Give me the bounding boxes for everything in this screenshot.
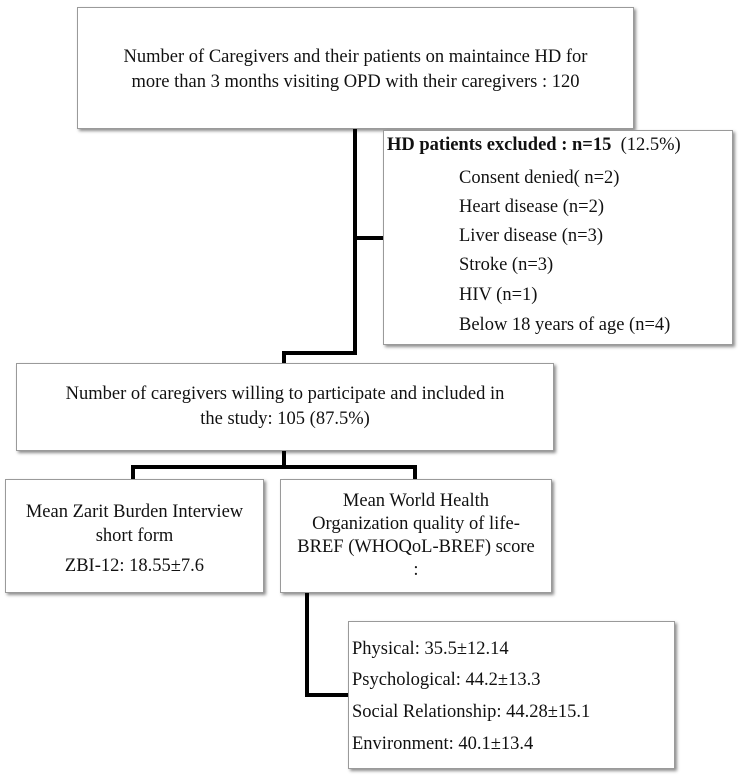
whoqol-line-4: :: [413, 560, 419, 580]
connector-split-right: [413, 465, 417, 480]
score-physical: Physical: 35.5±12.14: [352, 639, 509, 659]
score-social: Social Relationship: 44.28±15.1: [352, 702, 591, 722]
exclusion-box: HD patients excluded : n=15 (12.5%) Cons…: [383, 130, 733, 345]
whoqol-box: Mean World Health Organization quality o…: [280, 479, 552, 593]
zarit-score: ZBI-12: 18.55±7.6: [64, 556, 205, 576]
connector-top-vertical: [353, 129, 357, 355]
zarit-box: Mean Zarit Burden Interview short form Z…: [5, 479, 264, 593]
exclusion-item-liver: Liver disease (n=3): [459, 226, 603, 246]
connector-who-vertical: [305, 593, 309, 697]
enrollment-line-2: more than 3 months visiting OPD with the…: [131, 72, 580, 92]
connector-exclusion-branch: [353, 236, 384, 240]
zarit-line-1: Mean Zarit Burden Interview: [25, 502, 244, 522]
connector-to-included-h: [282, 351, 357, 355]
connector-to-scores: [305, 693, 349, 697]
whoqol-line-3: BREF (WHOQoL-BREF) score: [297, 537, 535, 557]
exclusion-heading-count: HD patients excluded : n=15: [387, 135, 612, 155]
score-psychological: Psychological: 44.2±13.3: [352, 670, 541, 690]
connector-split-horizontal: [131, 465, 417, 469]
zarit-line-2: short form: [95, 526, 174, 546]
connector-split-left: [131, 465, 135, 480]
exclusion-item-hiv: HIV (n=1): [459, 285, 538, 305]
exclusion-item-heart: Heart disease (n=2): [459, 197, 605, 217]
whoqol-scores-box: Physical: 35.5±12.14 Psychological: 44.2…: [348, 621, 675, 769]
connector-split-stem: [282, 451, 286, 467]
exclusion-heading-percent: (12.5%): [620, 135, 681, 155]
whoqol-line-1: Mean World Health: [342, 491, 490, 511]
exclusion-item-consent: Consent denied( n=2): [459, 168, 620, 188]
enrollment-line-1: Number of Caregivers and their patients …: [123, 47, 588, 67]
enrollment-box: Number of Caregivers and their patients …: [77, 7, 634, 129]
exclusion-item-stroke: Stroke (n=3): [459, 255, 554, 275]
exclusion-item-age: Below 18 years of age (n=4): [459, 315, 671, 335]
exclusion-heading: HD patients excluded : n=15 (12.5%): [387, 135, 681, 156]
included-line-2: the study: 105 (87.5%): [200, 409, 370, 429]
connector-to-included-v: [282, 351, 286, 364]
whoqol-line-2: Organization quality of life-: [312, 514, 520, 534]
score-environment: Environment: 40.1±13.4: [352, 734, 534, 754]
included-box: Number of caregivers willing to particip…: [16, 363, 554, 451]
included-line-1: Number of caregivers willing to particip…: [65, 384, 505, 404]
